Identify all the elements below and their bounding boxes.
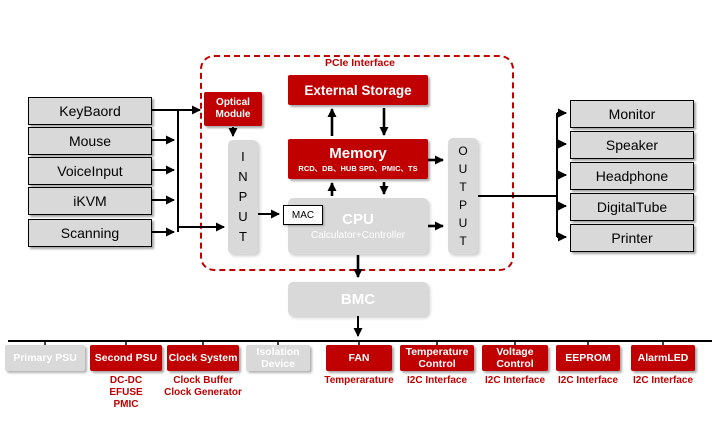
input-device-box: KeyBaord: [28, 97, 152, 125]
cpu-subtitle: Calculator+Controller: [310, 230, 406, 241]
pcie-interface-label: PCIe Interface: [324, 57, 396, 69]
output-device-box: Headphone: [570, 162, 694, 190]
memory-subtitle: RCD、DB、HUB SPD、PMIC、TS: [298, 163, 418, 173]
input-stage-box: I N P U T: [228, 140, 258, 254]
output-device-box: DigitalTube: [570, 193, 694, 221]
output-device-label: Headphone: [595, 168, 669, 184]
input-device-box: iKVM: [28, 187, 152, 215]
peripheral-box: Second PSU: [90, 345, 162, 371]
bmc-box: BMC: [288, 282, 428, 316]
cpu-title: CPU: [342, 211, 374, 228]
memory-box: Memory RCD、DB、HUB SPD、PMIC、TS: [288, 139, 428, 179]
bmc-title: BMC: [340, 290, 376, 308]
peripheral-sub-label: I2C Interface: [484, 375, 546, 386]
peripheral-sub-label: Clock Buffer Clock Generator: [164, 375, 242, 398]
input-device-box: VoiceInput: [28, 157, 152, 185]
output-device-box: Printer: [570, 224, 694, 252]
input-device-label: iKVM: [73, 193, 107, 209]
peripheral-box: Temperature Control: [400, 345, 474, 371]
peripheral-box: Isolation Device: [246, 345, 310, 371]
input-device-label: Mouse: [68, 133, 112, 149]
peripheral-box: Clock System: [167, 345, 239, 371]
peripheral-box: AlarmLED: [631, 345, 695, 371]
peripheral-sub-label: I2C Interface: [632, 375, 694, 386]
output-device-label: DigitalTube: [596, 199, 668, 215]
input-device-box: Mouse: [28, 127, 152, 155]
peripheral-sub-label: I2C Interface: [557, 375, 619, 386]
output-device-box: Monitor: [570, 100, 694, 128]
output-device-box: Speaker: [570, 131, 694, 159]
peripheral-box: Primary PSU: [5, 345, 85, 371]
memory-title: Memory: [329, 144, 387, 162]
input-device-label: Scanning: [60, 225, 120, 241]
peripheral-sub-label: I2C Interface: [406, 375, 468, 386]
output-device-label: Printer: [611, 230, 653, 246]
input-device-label: VoiceInput: [57, 163, 123, 179]
peripheral-box: FAN: [326, 345, 392, 371]
output-device-label: Speaker: [605, 137, 659, 153]
external-storage-box: External Storage: [288, 75, 428, 105]
peripheral-box: Voltage Control: [482, 345, 548, 371]
mac-box: MAC: [283, 205, 323, 225]
input-device-label: KeyBaord: [59, 103, 121, 119]
output-stage-box: O U T P U T: [448, 138, 478, 254]
peripheral-box: EEPROM: [556, 345, 620, 371]
peripheral-sub-label: DC-DC EFUSE PMIC: [109, 375, 143, 410]
output-device-label: Monitor: [608, 106, 656, 122]
input-device-box: Scanning: [28, 219, 152, 247]
optical-module-box: Optical Module: [204, 92, 262, 126]
peripheral-sub-label: Temperarature: [324, 375, 394, 386]
